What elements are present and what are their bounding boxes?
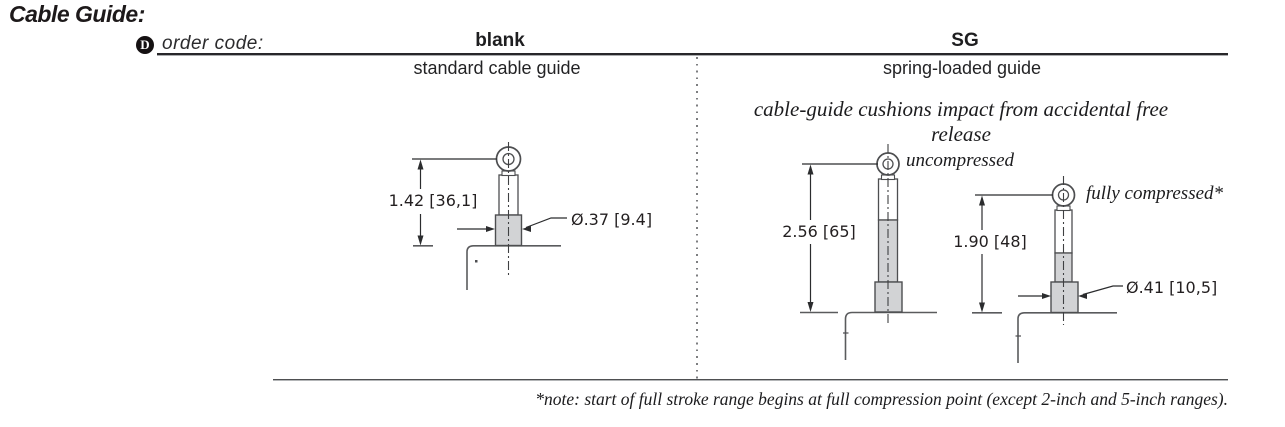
height-dimension-standard: 1.42 [36,1]	[389, 191, 478, 210]
sg-tagline: cable-guide cushions impact from acciden…	[753, 97, 1169, 146]
guide-bushing	[1050, 281, 1079, 314]
height-dimension-uncompressed: 2.56 [65]	[782, 222, 856, 241]
arrow-down-icon	[979, 302, 985, 313]
leader-line	[1082, 285, 1123, 296]
diameter-dimension-compressed: Ø.41 [10,5]	[1126, 278, 1217, 297]
column-desc-sg: spring-loaded guide	[882, 58, 1042, 78]
column-desc-blank: standard cable guide	[413, 58, 581, 78]
panel-surface	[466, 245, 561, 290]
panel-surface	[1017, 312, 1117, 363]
arrow-down-icon	[807, 302, 814, 312]
footnote: *note: start of full stroke range begins…	[535, 389, 1228, 409]
header-rule	[157, 53, 1228, 56]
arrow-up-icon	[417, 159, 424, 170]
label-fully-compressed: fully compressed*	[1086, 183, 1224, 204]
order-code-marker-icon: D	[136, 36, 154, 54]
standard-guide-drawing: 1.42 [36,1] Ø.37 [9.4]	[389, 142, 652, 290]
column-code-sg: SG	[951, 30, 979, 51]
height-dimension-compressed: 1.90 [48]	[953, 232, 1027, 251]
panel-dot	[475, 260, 478, 263]
arrow-right-icon	[1042, 293, 1051, 299]
footer-rule	[273, 379, 1228, 381]
order-code-label: order code:	[162, 33, 264, 54]
arrow-left-icon	[522, 226, 531, 232]
column-divider-dotted	[696, 57, 698, 379]
arrow-up-icon	[979, 195, 985, 206]
panel-surface	[844, 311, 937, 360]
arrow-up-icon	[807, 164, 814, 175]
diameter-dimension-standard: Ø.37 [9.4]	[571, 210, 652, 229]
label-uncompressed: uncompressed	[906, 150, 1014, 171]
column-code-blank: blank	[475, 30, 525, 51]
page-title: Cable Guide:	[9, 1, 145, 27]
sg-compressed-drawing: 1.90 [48] Ø.41 [10,5]	[953, 176, 1217, 363]
arrow-down-icon	[417, 235, 424, 246]
sg-uncompressed-drawing: 2.56 [65]	[782, 144, 937, 360]
arrow-right-icon	[486, 226, 495, 232]
leader-line	[525, 217, 567, 229]
